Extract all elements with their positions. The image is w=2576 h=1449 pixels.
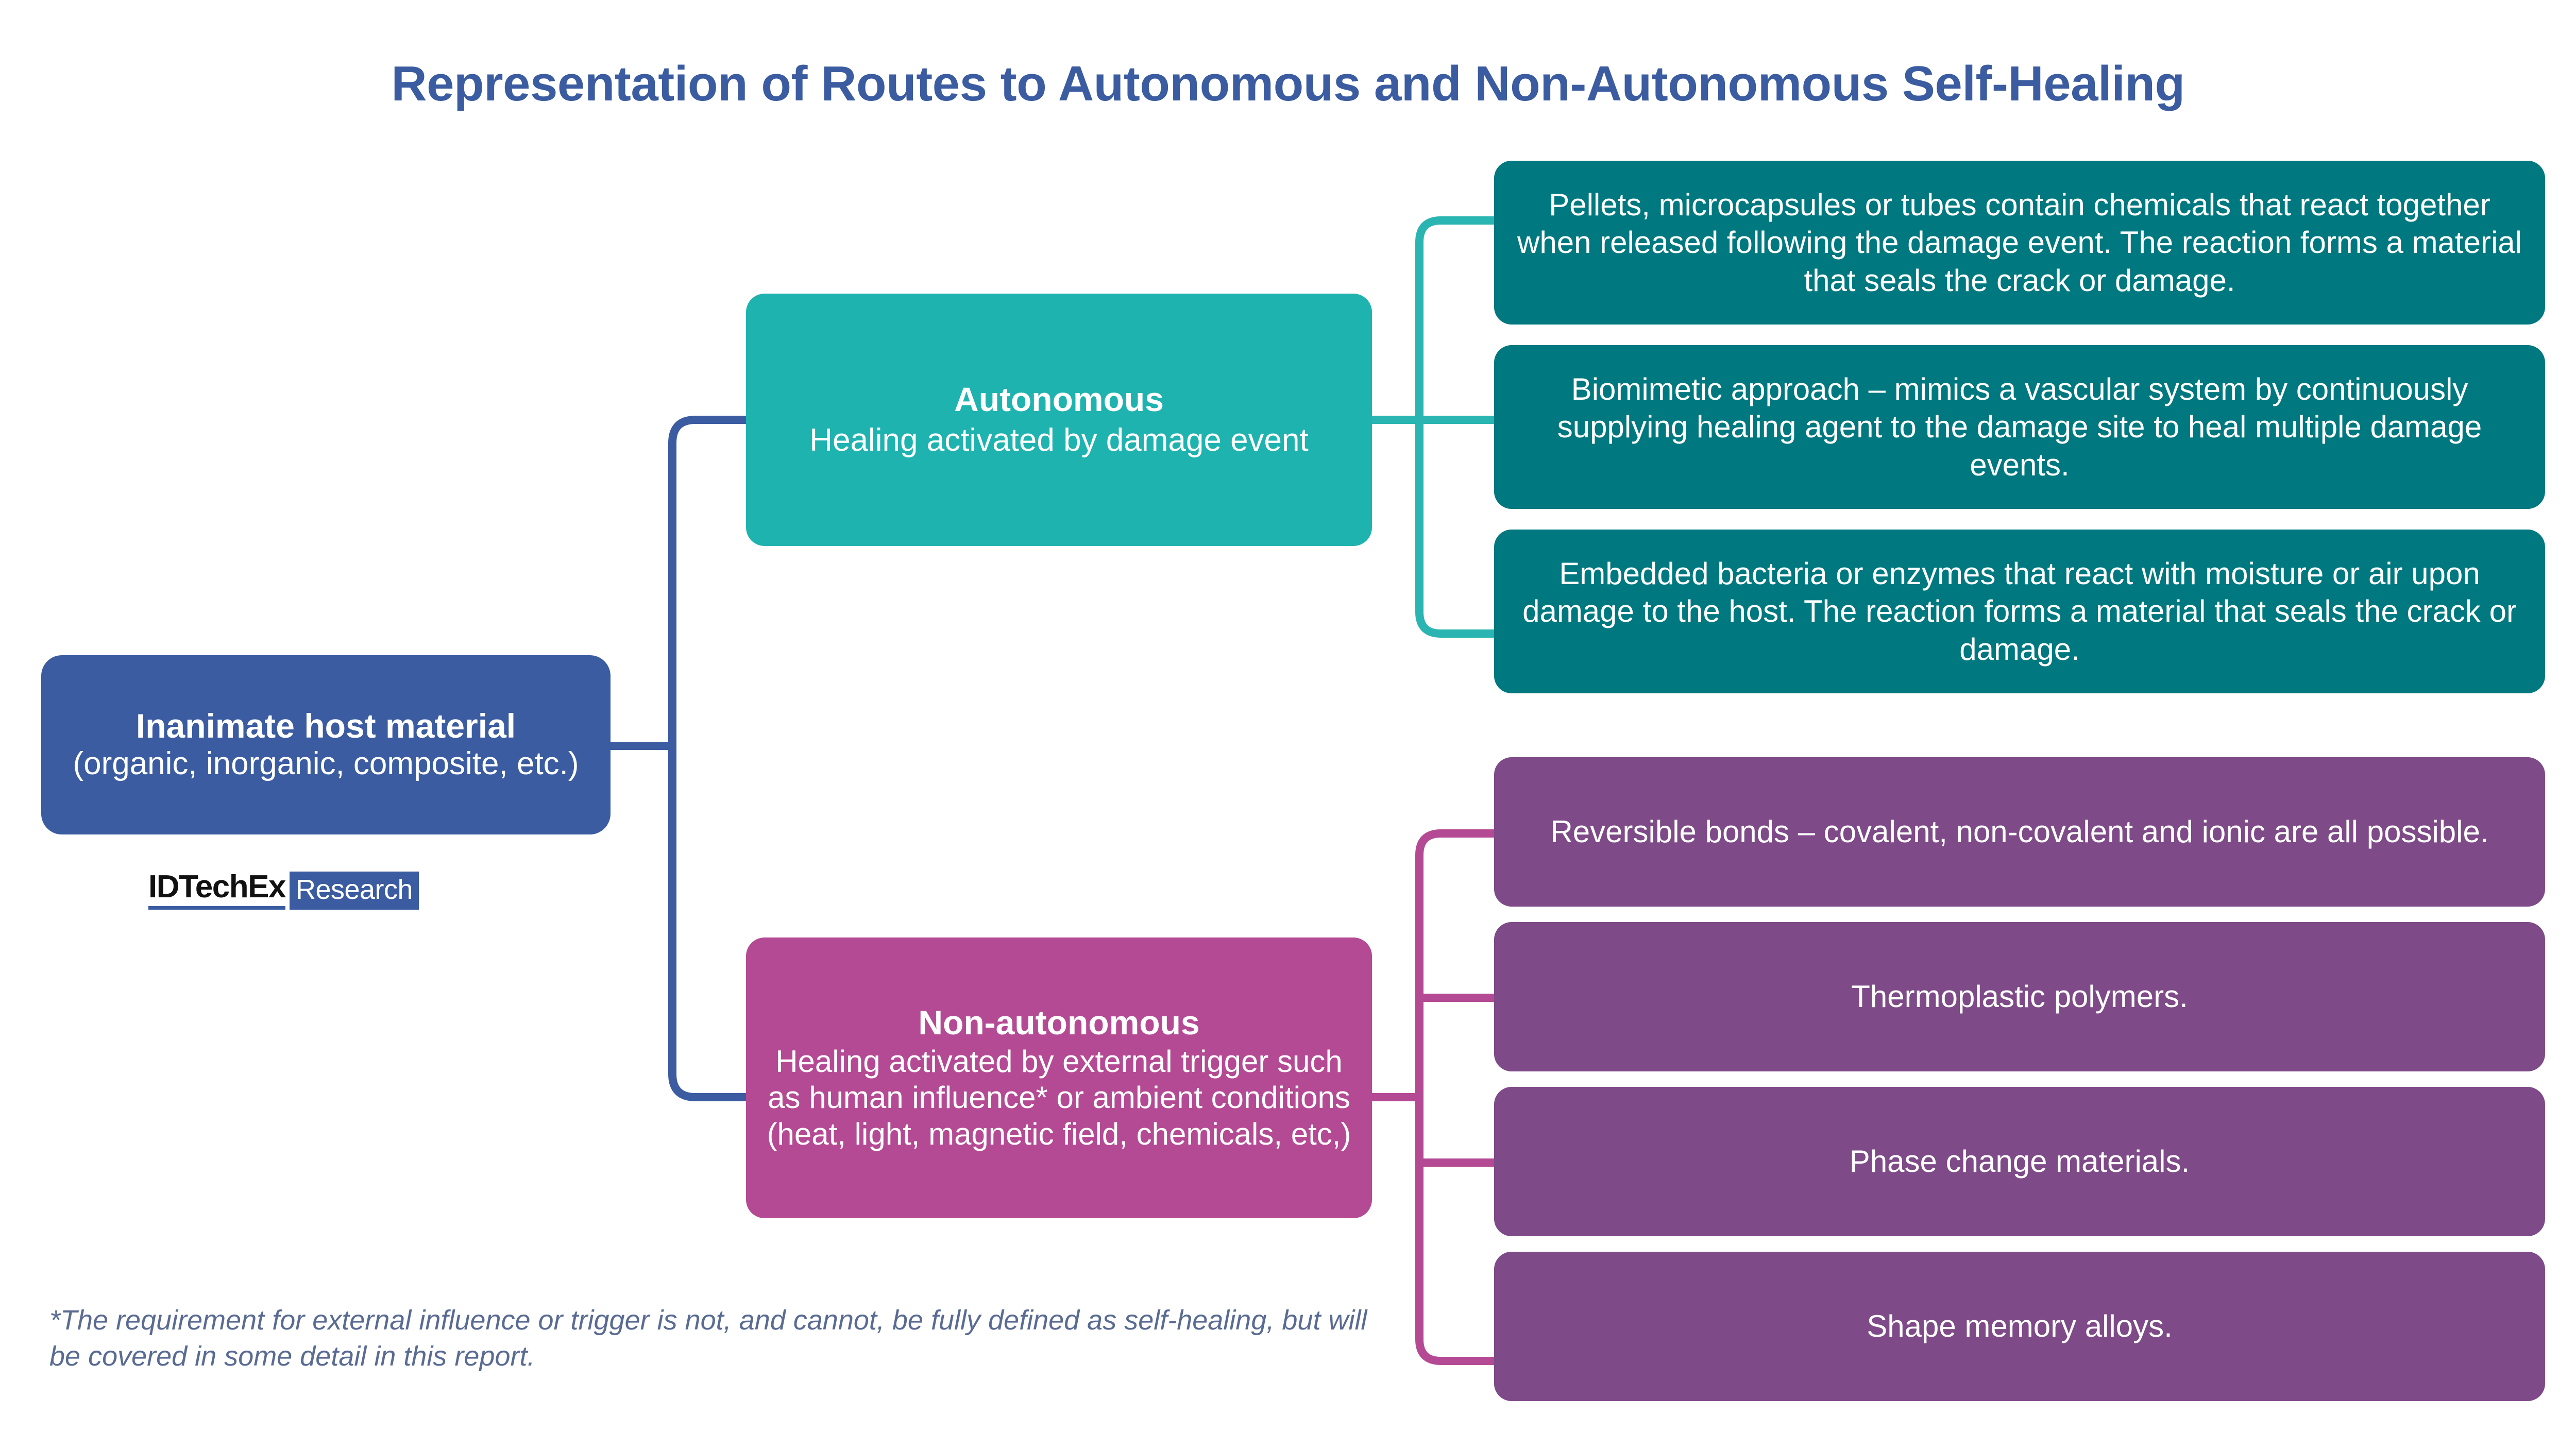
logo-wordmark-wrap: IDTechEx [148, 869, 286, 910]
node-non-autonomous-title: Non-autonomous [918, 1003, 1200, 1042]
node-autonomous[interactable]: Autonomous Healing activated by damage e… [746, 294, 1372, 546]
node-root-title: Inanimate host material [135, 707, 516, 745]
node-autonomous-title: Autonomous [954, 380, 1164, 419]
node-root[interactable]: Inanimate host material (organic, inorga… [41, 655, 611, 834]
connector-root-trunk [606, 416, 750, 1101]
node-non-autonomous-subtitle: Healing activated by external trigger su… [767, 1044, 1351, 1151]
page-title: Representation of Routes to Autonomous a… [391, 56, 2185, 111]
logo-research-badge: Research [289, 872, 419, 910]
node-root-subtitle: (organic, inorganic, composite, etc.) [73, 746, 579, 781]
idtechex-logo: IDTechEx Research [148, 869, 419, 910]
leaf-non-autonomous-3[interactable]: Phase change materials. [1494, 1087, 2545, 1236]
node-non-autonomous[interactable]: Non-autonomous Healing activated by exte… [746, 937, 1372, 1218]
connector-nonautonomous-leaves [1368, 829, 1498, 1365]
logo-underline [148, 906, 285, 910]
leaf-autonomous-3[interactable]: Embedded bacteria or enzymes that react … [1494, 530, 2545, 693]
leaf-non-autonomous-2[interactable]: Thermoplastic polymers. [1494, 922, 2545, 1071]
leaf-non-autonomous-4[interactable]: Shape memory alloys. [1494, 1252, 2545, 1401]
leaf-autonomous-1[interactable]: Pellets, microcapsules or tubes contain … [1494, 161, 2545, 325]
leaf-non-autonomous-1[interactable]: Reversible bonds – covalent, non-covalen… [1494, 757, 2545, 907]
footnote: *The requirement for external influence … [49, 1305, 1367, 1372]
node-autonomous-subtitle: Healing activated by damage event [809, 422, 1309, 458]
logo-wordmark: IDTechEx [148, 869, 286, 905]
leaf-autonomous-2[interactable]: Biomimetic approach – mimics a vascular … [1494, 345, 2545, 509]
connector-autonomous-leaves [1368, 216, 1498, 638]
